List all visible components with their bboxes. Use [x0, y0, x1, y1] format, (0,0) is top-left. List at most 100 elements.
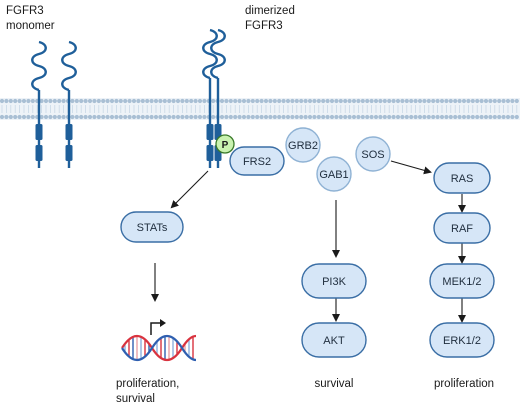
membrane-lipid-head: [92, 98, 97, 104]
membrane-lipid-head: [391, 98, 396, 104]
membrane-lipid-head: [409, 98, 414, 104]
membrane-lipid-head: [263, 98, 269, 104]
membrane-lipid-head: [461, 114, 467, 120]
membrane-lipid-head: [167, 114, 172, 120]
membrane-lipid-head: [211, 98, 216, 104]
svg-text:PI3K: PI3K: [322, 276, 347, 288]
outcome-right: proliferation: [434, 378, 494, 390]
membrane-lipid-head: [0, 114, 5, 120]
node-sos: SOS: [355, 136, 391, 172]
membrane-lipid-head: [197, 98, 203, 104]
membrane-lipid-head: [417, 98, 423, 104]
membrane-lipid-head: [277, 114, 282, 120]
membrane-lipid-head: [96, 98, 101, 104]
membrane-lipid-head: [294, 98, 299, 104]
membrane-lipid-head: [74, 114, 79, 120]
membrane-lipid-head: [470, 98, 475, 104]
membrane-lipid-head: [105, 98, 110, 104]
membrane-lipid-head: [369, 114, 374, 120]
membrane-lipid-head: [422, 98, 427, 104]
membrane-lipid-head: [492, 114, 497, 120]
membrane-lipid-head: [259, 114, 264, 120]
membrane-lipid-head: [312, 98, 317, 104]
membrane-lipid-head: [145, 114, 150, 120]
membrane-lipid-head: [325, 98, 330, 104]
membrane-lipid-head: [334, 114, 339, 120]
membrane-lipid-head: [382, 114, 387, 120]
membrane-lipid-head: [391, 114, 396, 120]
membrane-lipid-head: [219, 114, 225, 120]
membrane-lipid-head: [285, 114, 291, 120]
svg-text:GRB2: GRB2: [288, 140, 318, 152]
membrane-lipid-head: [343, 98, 348, 104]
membrane-lipid-head: [92, 114, 97, 120]
membrane-lipid-head: [356, 114, 361, 120]
membrane-lipid-head: [118, 98, 123, 104]
phospho-badge: P: [215, 134, 235, 154]
membrane-lipid-head: [30, 98, 35, 104]
membrane-lipid-head: [255, 98, 260, 104]
membrane-lipid-head: [228, 114, 233, 120]
membrane-lipid-head: [96, 114, 101, 120]
membrane-lipid-head: [228, 98, 233, 104]
membrane-lipid-head: [369, 98, 374, 104]
membrane-lipid-head: [501, 98, 506, 104]
membrane-lipid-head: [83, 114, 88, 120]
membrane-lipid-head: [277, 98, 282, 104]
membrane-lipid-head: [224, 114, 229, 120]
membrane-lipid-head: [197, 114, 203, 120]
membrane-lipid-head: [13, 98, 18, 104]
membrane-lipid-head: [149, 98, 154, 104]
membrane-lipid-head: [127, 114, 132, 120]
membrane-lipid-head: [439, 98, 445, 104]
membrane-lipid-head: [136, 114, 141, 120]
membrane-lipid-head: [448, 98, 453, 104]
membrane-lipid-head: [189, 98, 194, 104]
membrane-lipid-head: [189, 114, 194, 120]
membrane-lipid-head: [444, 114, 449, 120]
membrane-lipid-head: [268, 114, 273, 120]
arrow-receptor-to-stats: [170, 170, 209, 209]
membrane-lipid-head: [8, 98, 13, 104]
membrane-lipid-head: [52, 114, 57, 120]
membrane-lipid-head: [281, 114, 286, 120]
membrane-lipid-head: [0, 98, 5, 104]
membrane-lipid-head: [470, 114, 475, 120]
svg-text:RAS: RAS: [451, 173, 474, 185]
fgfr3-monomer-2-kinase-domain: [65, 124, 73, 140]
membrane-lipid-head: [400, 114, 405, 120]
membrane-lipid-head: [338, 114, 343, 120]
membrane-lipid-head: [4, 98, 9, 104]
outcome-left-line2: survival: [116, 393, 155, 405]
membrane-lipid-head: [145, 98, 150, 104]
membrane-lipid-head: [483, 98, 489, 104]
membrane-lipid-head: [307, 98, 313, 104]
membrane-lipid-head: [378, 98, 383, 104]
outcome-mid: survival: [315, 378, 354, 390]
membrane-lipid-head: [52, 98, 57, 104]
node-akt: AKT: [301, 322, 367, 358]
membrane-lipid-head: [373, 98, 379, 104]
membrane-lipid-head: [175, 114, 181, 120]
svg-text:RAF: RAF: [451, 223, 473, 235]
membrane-lipid-head: [334, 98, 339, 104]
membrane-lipid-head: [241, 114, 247, 120]
membrane-lipid-head: [272, 114, 277, 120]
node-raf: RAF: [433, 212, 491, 244]
membrane-lipid-head: [30, 114, 35, 120]
membrane-lipid-head: [43, 98, 49, 104]
membrane-lipid-head: [466, 114, 471, 120]
membrane-lipid-head: [321, 98, 326, 104]
membrane-lipid-head: [382, 98, 387, 104]
membrane-lipid-head: [453, 114, 458, 120]
membrane-lipid-head: [453, 98, 458, 104]
membrane-lipid-head: [246, 98, 251, 104]
dna-helix-icon: [121, 334, 197, 362]
membrane-lipid-head: [171, 98, 176, 104]
membrane-lipid-head: [211, 114, 216, 120]
membrane-lipid-head: [39, 114, 44, 120]
membrane-lipid-head: [171, 114, 176, 120]
node-ras: RAS: [433, 162, 491, 194]
fgfr3-dimer-a-kinase-domain: [206, 124, 214, 140]
